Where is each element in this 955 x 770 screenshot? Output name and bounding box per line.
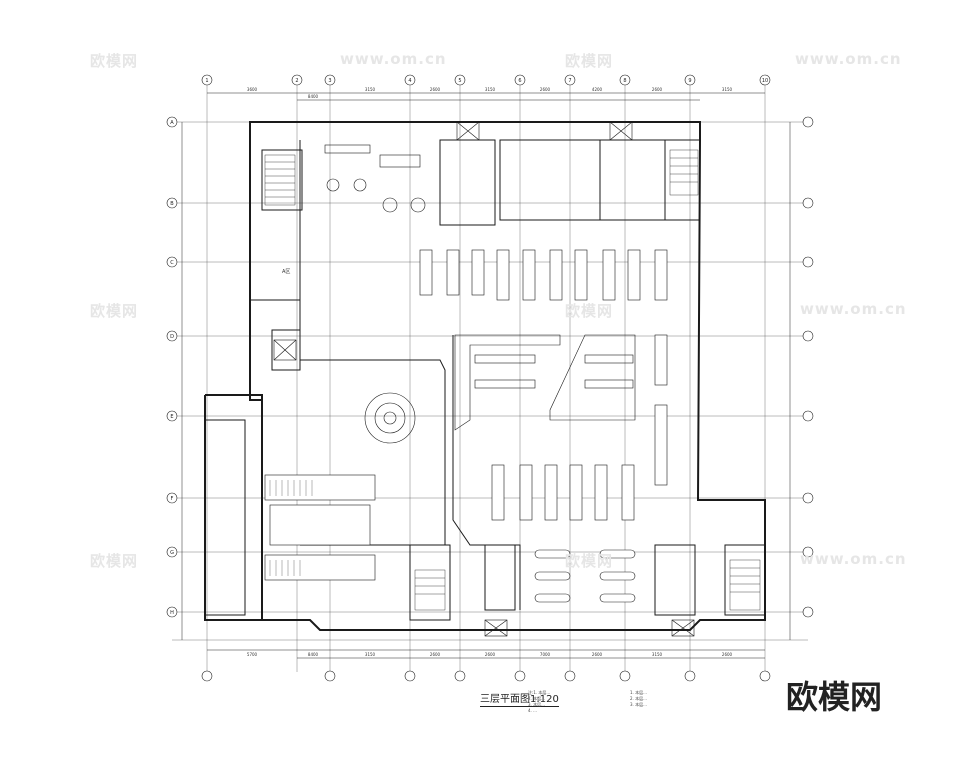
watermark: 欧模网 xyxy=(90,52,139,70)
watermark: 欧模网 xyxy=(565,552,614,570)
table-set xyxy=(324,144,426,213)
axis-label: 9 xyxy=(688,78,691,84)
room-label: A区 xyxy=(282,269,291,275)
atrium xyxy=(364,392,416,444)
dimension-value: 5700 xyxy=(247,652,258,657)
dimension-value: 8400 xyxy=(308,94,319,99)
axis-label: 4 xyxy=(408,78,411,84)
dimension-value: 2600 xyxy=(540,87,551,92)
escalator xyxy=(264,474,376,581)
axis-label: H xyxy=(170,610,174,616)
dimension-value: 3150 xyxy=(652,652,663,657)
axis-label: 6 xyxy=(518,78,521,84)
watermark: www.om.cn xyxy=(795,50,902,68)
watermark: 欧模网 xyxy=(565,302,614,320)
drawing-notes: 注:1. 本层... 2. 本层... 3. 本层... 4. ... xyxy=(528,690,551,713)
dimension-value: 3150 xyxy=(365,652,376,657)
axis-label: 1 xyxy=(205,78,208,84)
axis-label: B xyxy=(170,201,174,207)
escalator-steps xyxy=(269,480,313,576)
dimension-text-top: 3600 8400 3150 2600 3150 2600 4200 2600 … xyxy=(247,87,733,99)
display-island xyxy=(454,334,636,431)
axis-labels-side: A B C D E F G H xyxy=(170,120,174,616)
dimension-value: 4200 xyxy=(592,87,603,92)
dimension-text-bottom: 5700 8400 3150 2600 2600 7000 2600 3150 … xyxy=(247,652,733,657)
dimension-value: 8400 xyxy=(308,652,319,657)
dimension-value: 7000 xyxy=(540,652,551,657)
elevator xyxy=(273,121,695,637)
axis-label: G xyxy=(170,550,174,556)
dimension-lines xyxy=(181,92,791,659)
dimension-value: 3600 xyxy=(247,87,258,92)
dimension-value: 2600 xyxy=(592,652,603,657)
dimension-value: 3150 xyxy=(485,87,496,92)
dimension-value: 2600 xyxy=(430,87,441,92)
brand-logo: 欧模网 xyxy=(786,678,883,716)
drawing-notes: 1. 本层... 2. 本层... 3. 本层... xyxy=(630,690,647,707)
watermark: 欧模网 xyxy=(565,52,614,70)
checkout-counter xyxy=(534,549,636,603)
axis-label: A xyxy=(170,120,174,126)
stair xyxy=(264,149,761,611)
interior-partitions xyxy=(204,139,766,621)
dimension-value: 2600 xyxy=(485,652,496,657)
axis-label: D xyxy=(170,334,174,340)
dimension-value: 3150 xyxy=(722,87,733,92)
axis-label: F xyxy=(171,496,174,502)
shelf-row xyxy=(419,249,668,521)
axis-labels-top: 1 2 3 4 5 6 7 8 9 10 xyxy=(205,78,768,84)
axis-label: E xyxy=(170,414,173,420)
axis-grid xyxy=(172,84,808,672)
dimension-value: 2600 xyxy=(652,87,663,92)
axis-label: C xyxy=(170,260,174,266)
axis-label: 3 xyxy=(328,78,331,84)
watermark: 欧模网 xyxy=(90,552,139,570)
dimension-value: 3150 xyxy=(365,87,376,92)
watermark: 欧模网 xyxy=(90,302,139,320)
watermark: www.om.cn xyxy=(800,300,907,318)
axis-label: 7 xyxy=(568,78,571,84)
dimension-value: 2600 xyxy=(430,652,441,657)
axis-label: 10 xyxy=(762,78,768,84)
axis-label: 5 xyxy=(458,78,461,84)
dimension-value: 2600 xyxy=(722,652,733,657)
watermark: www.om.cn xyxy=(340,50,447,68)
watermark: www.om.cn xyxy=(800,550,907,568)
plan-title: 三层平面图1:120 xyxy=(480,690,559,707)
axis-bubble xyxy=(166,74,814,682)
axis-label: 8 xyxy=(623,78,626,84)
axis-label: 2 xyxy=(295,78,298,84)
